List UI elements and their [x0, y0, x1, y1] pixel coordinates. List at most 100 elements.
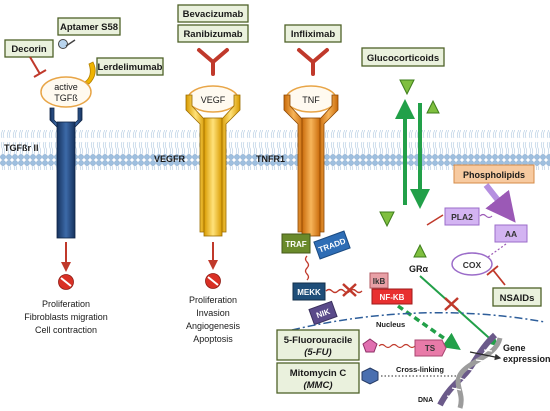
tnf-ligand: TNF	[285, 85, 337, 113]
svg-text:Proliferation: Proliferation	[42, 299, 90, 309]
mmc-molecule-icon	[361, 367, 379, 385]
fu-to-ts-link	[378, 343, 416, 349]
gr-block-cross	[444, 297, 459, 311]
antibody-icon	[84, 61, 96, 85]
fu-box: 5-Fluorouracile (5-FU)	[276, 329, 360, 361]
svg-text:NSAIDs: NSAIDs	[500, 293, 535, 304]
nik-box: NIK	[308, 300, 338, 326]
ts-box: TS	[414, 339, 447, 357]
decorin-box: Decorin	[4, 39, 54, 58]
pla2-link	[479, 213, 493, 219]
dna-label: DNA	[418, 397, 433, 404]
svg-text:5-Fluorouracile: 5-Fluorouracile	[284, 335, 353, 346]
vegf-antibody-icon	[197, 48, 229, 76]
vegfr-label: VEGFR	[154, 154, 186, 164]
mekk-to-ikb-link	[325, 288, 363, 294]
lerdelimumab-box: Lerdelimumab	[96, 57, 164, 76]
svg-text:TRAF: TRAF	[285, 240, 306, 249]
traf-box: TRAF	[281, 233, 311, 254]
nsaid-inhibition	[486, 265, 506, 286]
gr-label: GRα	[409, 264, 429, 274]
tgfb-outcomes: Proliferation Fibroblasts migration Cell…	[24, 299, 108, 335]
svg-text:VEGF: VEGF	[201, 95, 226, 105]
phospholipids-box: Phospholipids	[453, 164, 535, 184]
gene-expression-label-line2: expression	[503, 354, 550, 364]
svg-text:PLA2: PLA2	[451, 212, 473, 222]
svg-text:NF-KB: NF-KB	[380, 293, 405, 302]
glucocorticoid-molecule-top	[399, 79, 415, 96]
tgfbr-label: TGFßr II	[4, 143, 39, 153]
tradd-box: TRADD	[313, 230, 351, 260]
glucocorticoid-molecule-low	[413, 243, 427, 258]
svg-text:(MMC): (MMC)	[303, 380, 332, 391]
pla2-box: PLA2	[444, 207, 480, 226]
svg-text:MEKK: MEKK	[297, 288, 321, 297]
cell-membrane	[0, 130, 550, 170]
vegfr-receptor	[185, 94, 241, 237]
phospholipids-to-aa-arrow	[483, 183, 516, 223]
svg-text:Proliferation: Proliferation	[189, 295, 237, 305]
svg-text:COX: COX	[463, 260, 482, 270]
aa-box: AA	[494, 224, 528, 243]
ikb-box: IkB	[369, 272, 389, 289]
svg-text:Apoptosis: Apoptosis	[193, 334, 233, 344]
svg-text:TGFß: TGFß	[54, 93, 78, 103]
vegf-ligand: VEGF	[187, 85, 239, 113]
glucocorticoids-box: Glucocorticoids	[361, 47, 445, 67]
gene-expression-label-line1: Gene	[503, 343, 526, 353]
svg-text:Mitomycin C: Mitomycin C	[290, 368, 347, 379]
svg-text:NIK: NIK	[315, 307, 331, 320]
svg-text:Aptamer S58: Aptamer S58	[60, 22, 118, 33]
svg-text:Decorin: Decorin	[11, 44, 47, 55]
tnfr-receptor	[283, 94, 339, 237]
svg-text:TNF: TNF	[302, 95, 320, 105]
svg-text:TS: TS	[425, 344, 436, 353]
svg-text:Invasion: Invasion	[196, 308, 230, 318]
bevacizumab-box: Bevacizumab	[177, 4, 249, 23]
glucocorticoid-molecule-bottom	[379, 211, 395, 228]
tnf-antibody-icon	[297, 48, 329, 76]
gc-to-pla2-inhibition	[426, 214, 444, 226]
vegf-outcomes: Proliferation Invasion Angiogenesis Apop…	[186, 295, 241, 344]
traf-to-mekk-link	[304, 255, 310, 281]
dna-helix	[437, 332, 503, 409]
svg-text:(5-FU): (5-FU)	[304, 347, 331, 358]
mekk-box: MEKK	[292, 282, 326, 301]
aptamer-icon	[58, 39, 76, 49]
tnfr-label: TNFR1	[256, 154, 285, 164]
nfkb-box: NF-KB	[371, 288, 413, 305]
svg-text:Bevacizumab: Bevacizumab	[183, 9, 244, 20]
nucleus-boundary	[291, 311, 546, 331]
svg-text:AA: AA	[505, 229, 517, 239]
decorin-inhibition	[29, 56, 47, 78]
svg-text:Infliximab: Infliximab	[291, 29, 336, 40]
svg-text:Glucocorticoids: Glucocorticoids	[367, 53, 439, 64]
cox-ellipse: COX	[451, 252, 493, 276]
svg-text:Fibroblasts migration: Fibroblasts migration	[24, 312, 108, 322]
svg-text:active: active	[54, 82, 78, 92]
ikb-block-cross	[342, 283, 357, 297]
mmc-box: Mitomycin C (MMC)	[276, 362, 360, 394]
tgfb-block-icon	[58, 274, 74, 290]
ranibizumab-box: Ranibizumab	[177, 24, 249, 43]
svg-text:Angiogenesis: Angiogenesis	[186, 321, 241, 331]
aa-to-cox-link	[487, 243, 507, 258]
gene-expression-arrow	[469, 351, 502, 361]
svg-text:Lerdelimumab: Lerdelimumab	[98, 62, 163, 73]
vegf-block-icon	[205, 273, 221, 289]
aptamer-box: Aptamer S58	[57, 17, 121, 36]
nucleus-label: Nucleus	[376, 320, 405, 329]
active-tgfb-ligand: active TGFß	[40, 76, 92, 108]
svg-text:Phospholipids: Phospholipids	[463, 170, 525, 180]
fu-molecule-icon	[362, 338, 378, 353]
svg-text:Cell contraction: Cell contraction	[35, 325, 97, 335]
svg-text:Ranibizumab: Ranibizumab	[183, 29, 242, 40]
glucocorticoid-molecule-mid	[426, 99, 440, 114]
gr-to-nucleus-arrow	[419, 275, 499, 347]
svg-text:IkB: IkB	[373, 277, 386, 286]
tgfbr-receptor	[49, 107, 83, 239]
nsaids-box: NSAIDs	[492, 287, 542, 307]
infliximab-box: Infliximab	[284, 24, 342, 43]
crosslinking-label: Cross-linking	[396, 365, 444, 374]
